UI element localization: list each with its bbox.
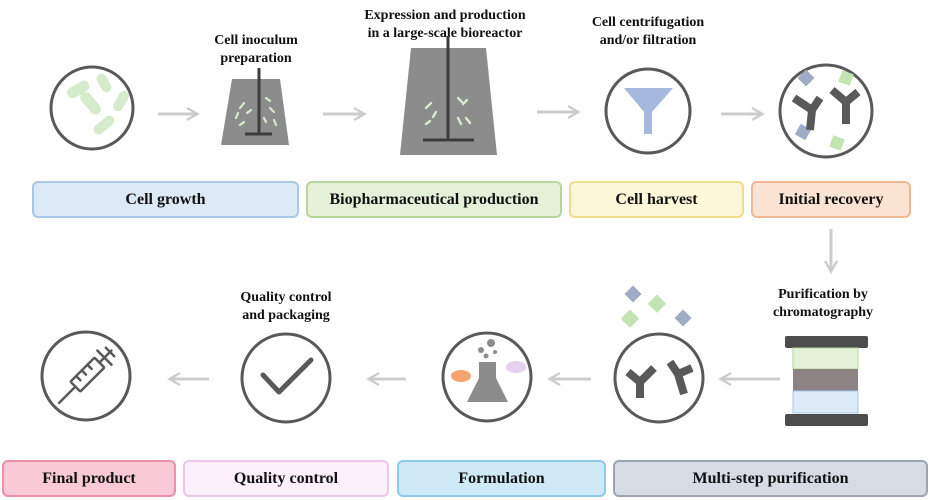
caption-bioreactor: Expression and production in a large-sca… bbox=[364, 8, 526, 41]
stage-formulation: Formulation bbox=[397, 460, 606, 497]
check-icon bbox=[240, 332, 332, 424]
stage-initial-recovery: Initial recovery bbox=[751, 181, 911, 218]
stage-multi-step-purification: Multi-step purification bbox=[613, 460, 928, 497]
stage-biopharmaceutical-production: Biopharmaceutical production bbox=[306, 181, 562, 218]
beaker-icon bbox=[441, 331, 533, 423]
caption-inoculum: Cell inoculum preparation bbox=[214, 33, 298, 66]
stage-cell-growth: Cell growth bbox=[32, 181, 299, 218]
caption-centrifugation: Cell centrifugation and/or filtration bbox=[591, 15, 705, 48]
funnel-icon bbox=[604, 67, 692, 155]
syringe-icon bbox=[40, 330, 132, 422]
antigen-particles bbox=[620, 285, 692, 328]
column-icon bbox=[785, 336, 868, 426]
bioreactor-icon bbox=[400, 36, 497, 155]
antibody-icon bbox=[778, 63, 874, 159]
arrow bbox=[158, 104, 839, 387]
stage-cell-harvest: Cell harvest bbox=[569, 181, 744, 218]
stage-quality-control: Quality control bbox=[183, 460, 389, 497]
flask-icon bbox=[221, 68, 289, 145]
caption-chromatography: Purification by chromatography bbox=[772, 287, 874, 320]
antibody-icon bbox=[613, 332, 705, 424]
caption-quality-packaging: Quality control and packaging bbox=[240, 290, 332, 323]
cells-icon bbox=[49, 65, 135, 151]
stage-final-product: Final product bbox=[2, 460, 176, 497]
